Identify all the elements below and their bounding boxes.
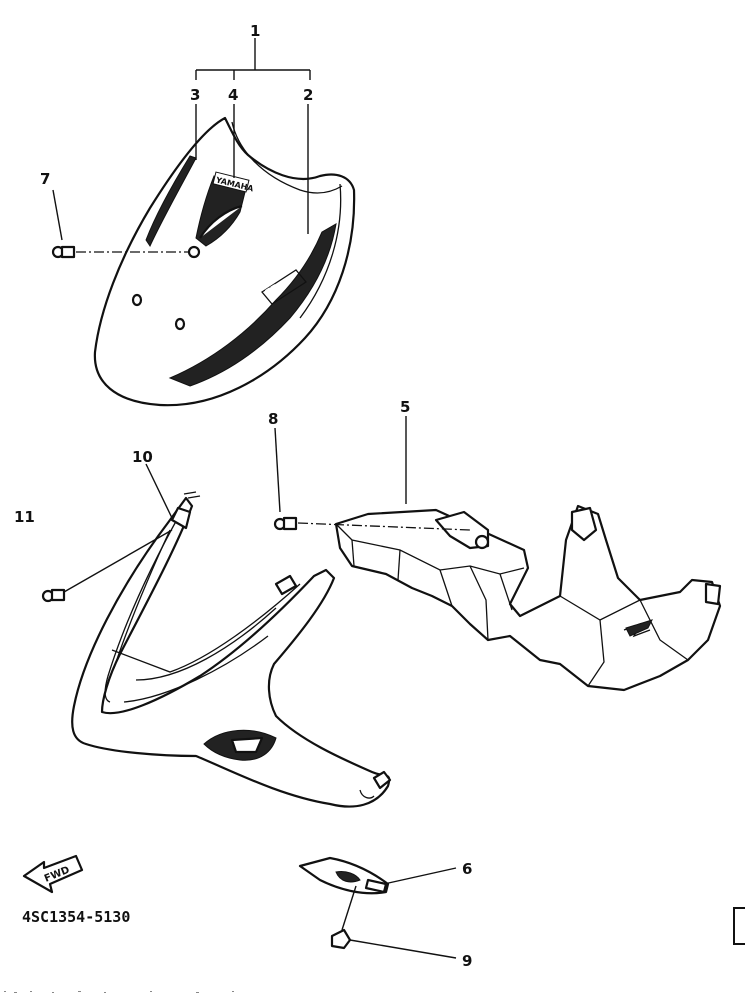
side-stripe-left	[145, 155, 197, 248]
callout-7: 7	[40, 170, 50, 188]
screw-8	[273, 516, 471, 531]
callout-1: 1	[250, 22, 260, 40]
screw-7	[51, 245, 188, 259]
callout-11: 11	[14, 508, 35, 526]
clip-9	[330, 885, 457, 959]
front-cover	[93, 116, 356, 407]
edge-bracket-mark	[733, 907, 745, 945]
inner-panel-top	[334, 504, 722, 692]
front-cover-assembly: ZZ YAMAHA	[93, 116, 356, 407]
callout-5: 5	[400, 398, 410, 416]
fwd-arrow-icon: FWD	[22, 854, 84, 894]
callout-labels: 1 2 3 4 5 6 7 8 9 10 11	[14, 22, 472, 970]
leg-shield	[71, 491, 392, 808]
screw-11	[41, 529, 173, 603]
leg-shield-body	[71, 496, 391, 808]
callout-6: 6	[462, 860, 472, 878]
inner-panel	[334, 504, 722, 692]
callout-leaders	[52, 38, 457, 885]
scan-noise	[4, 991, 234, 993]
part-code: 4SC1354-5130	[22, 908, 130, 926]
callout-8: 8	[268, 410, 278, 428]
callout-3: 3	[190, 86, 200, 104]
callout-9: 9	[462, 952, 472, 970]
bracket-6	[298, 856, 390, 895]
callout-2: 2	[303, 86, 313, 104]
callout-4: 4	[228, 86, 238, 104]
side-stripe-right	[168, 223, 337, 387]
callout-10: 10	[132, 448, 153, 466]
